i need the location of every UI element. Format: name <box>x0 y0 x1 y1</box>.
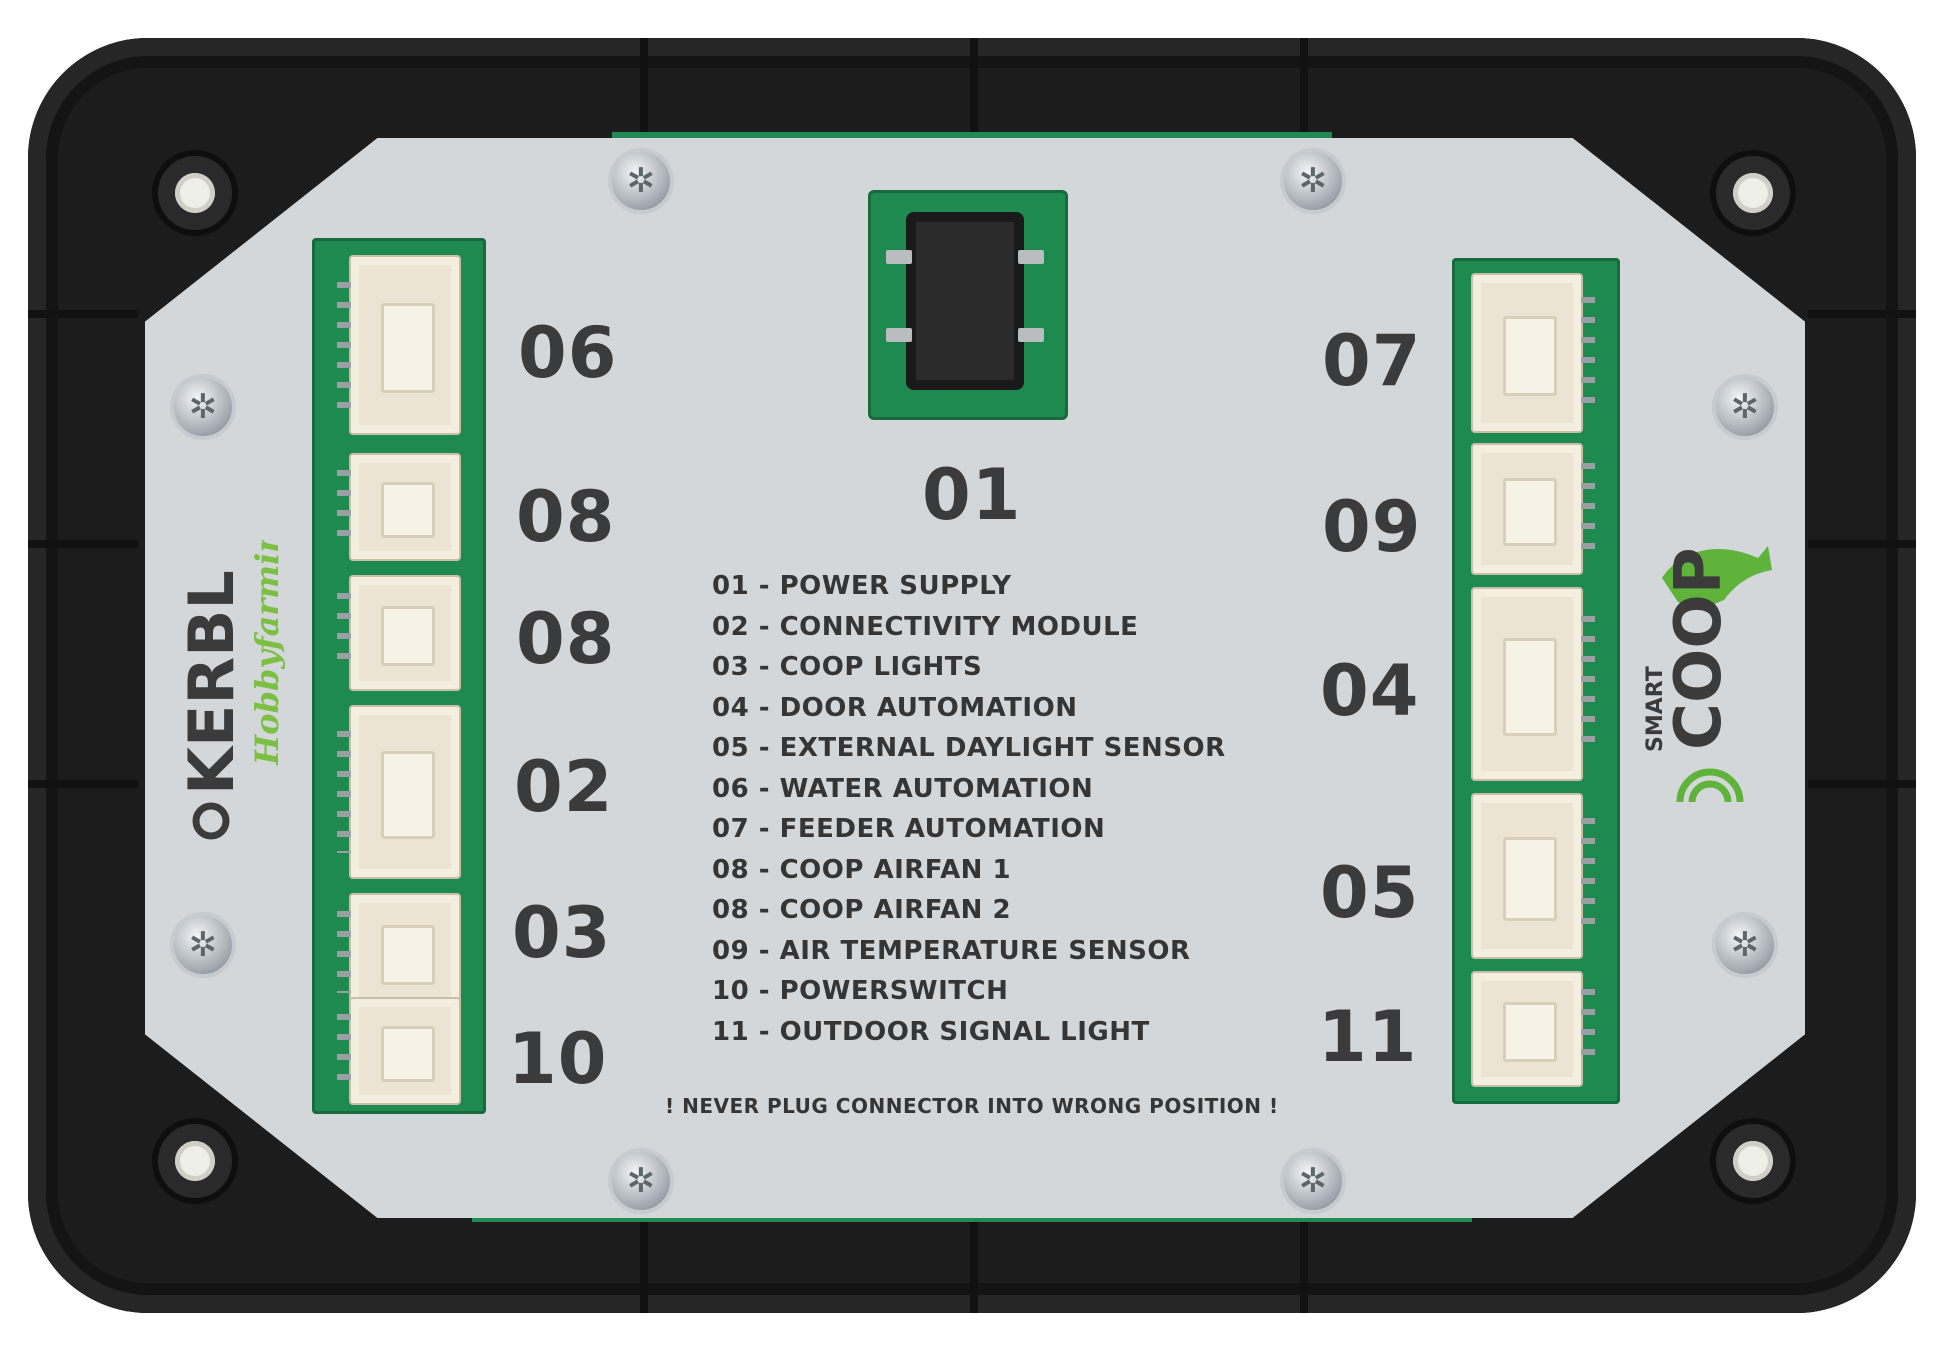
housing-rib <box>1300 1218 1308 1313</box>
kerbl-logo: KERBL Hobbyfarming <box>175 540 286 840</box>
port-label-02: 02 <box>514 746 614 828</box>
connector-port-04[interactable] <box>1471 587 1595 781</box>
power-jack[interactable] <box>906 212 1024 390</box>
signal-icon <box>1688 780 1732 803</box>
port-label-09: 09 <box>1322 486 1422 568</box>
corner-mount-hole <box>1710 150 1796 236</box>
smart-coop-logo: COOP SMART <box>1643 546 1772 803</box>
legend-line: 04 - DOOR AUTOMATION <box>712 692 1078 723</box>
housing-rib <box>970 1218 978 1313</box>
jack-solder-tab <box>886 328 912 342</box>
mounting-screw: ✲ <box>170 912 236 978</box>
legend-line: 10 - POWERSWITCH <box>712 976 1009 1006</box>
legend-line: 09 - AIR TEMPERATURE SENSOR <box>712 935 1191 966</box>
mounting-screw: ✲ <box>608 148 674 214</box>
connector-port-05[interactable] <box>1471 793 1595 959</box>
jack-solder-tab <box>1018 328 1044 342</box>
legend-line: 07 - FEEDER AUTOMATION <box>712 814 1106 844</box>
kerbl-subline: Hobbyfarming <box>248 540 286 766</box>
left-connector-strip <box>312 238 486 1114</box>
jack-solder-tab <box>886 250 912 264</box>
mounting-screw: ✲ <box>1712 912 1778 978</box>
mounting-screw: ✲ <box>1712 374 1778 440</box>
corner-mount-hole <box>1710 1118 1796 1204</box>
connector-port-03[interactable] <box>337 893 461 1011</box>
housing-rib <box>970 38 978 134</box>
port-label-10: 10 <box>508 1018 608 1100</box>
housing-rib <box>640 38 648 134</box>
port-legend: 01 - POWER SUPPLY 02 - CONNECTIVITY MODU… <box>712 566 1226 1052</box>
right-connector-strip <box>1452 258 1620 1104</box>
jack-solder-tab <box>1018 250 1044 264</box>
housing-rib <box>28 310 138 318</box>
connector-port-11[interactable] <box>1471 971 1595 1087</box>
mounting-screw: ✲ <box>608 1148 674 1214</box>
mounting-screw: ✲ <box>170 374 236 440</box>
legend-line: 02 - CONNECTIVITY MODULE <box>712 611 1139 642</box>
port-label-04: 04 <box>1320 650 1420 732</box>
corner-mount-hole <box>152 150 238 236</box>
connector-port-08b[interactable] <box>337 575 461 691</box>
port-label-06: 06 <box>518 312 618 394</box>
housing-rib <box>28 780 138 788</box>
housing-rib <box>1300 38 1308 134</box>
connector-port-06[interactable] <box>337 255 461 435</box>
housing-rib <box>640 1218 648 1313</box>
connector-port-08a[interactable] <box>337 453 461 561</box>
port-label-08a: 08 <box>516 476 616 558</box>
port-label-03: 03 <box>512 892 612 974</box>
legend-line: 08 - COOP AIRFAN 2 <box>712 895 1012 925</box>
warning-text: ! NEVER PLUG CONNECTOR INTO WRONG POSITI… <box>665 1094 1279 1118</box>
port-label-08b: 08 <box>516 598 616 680</box>
rooster-icon <box>1662 546 1772 610</box>
corner-mount-hole <box>152 1118 238 1204</box>
port-label-01: 01 <box>922 454 1022 536</box>
housing-rib <box>28 540 138 548</box>
housing-rib <box>1808 780 1916 788</box>
signal-icon <box>1676 768 1744 803</box>
legend-line: 03 - COOP LIGHTS <box>712 652 983 682</box>
connector-port-09[interactable] <box>1471 443 1595 575</box>
connector-port-07[interactable] <box>1471 273 1595 433</box>
port-label-07: 07 <box>1322 320 1422 402</box>
legend-line: 06 - WATER AUTOMATION <box>712 773 1094 804</box>
port-label-11: 11 <box>1318 996 1418 1078</box>
mounting-screw: ✲ <box>1280 1148 1346 1214</box>
legend-line: 08 - COOP AIRFAN 1 <box>712 854 1012 885</box>
legend-line: 01 - POWER SUPPLY <box>712 571 1012 601</box>
legend-line: 05 - EXTERNAL DAYLIGHT SENSOR <box>712 733 1226 763</box>
smart-wordmark: SMART <box>1643 666 1668 752</box>
port-label-05: 05 <box>1320 852 1420 934</box>
pcb-edge <box>612 132 1332 142</box>
kerbl-wordmark: KERBL <box>175 570 248 795</box>
coop-wordmark: COOP <box>1662 547 1736 750</box>
connector-port-02[interactable] <box>337 705 461 879</box>
connector-port-10[interactable] <box>337 997 461 1105</box>
housing-rib <box>1808 540 1916 548</box>
housing-rib <box>1808 310 1916 318</box>
mounting-screw: ✲ <box>1280 148 1346 214</box>
legend-line: 11 - OUTDOOR SIGNAL LIGHT <box>712 1016 1150 1047</box>
